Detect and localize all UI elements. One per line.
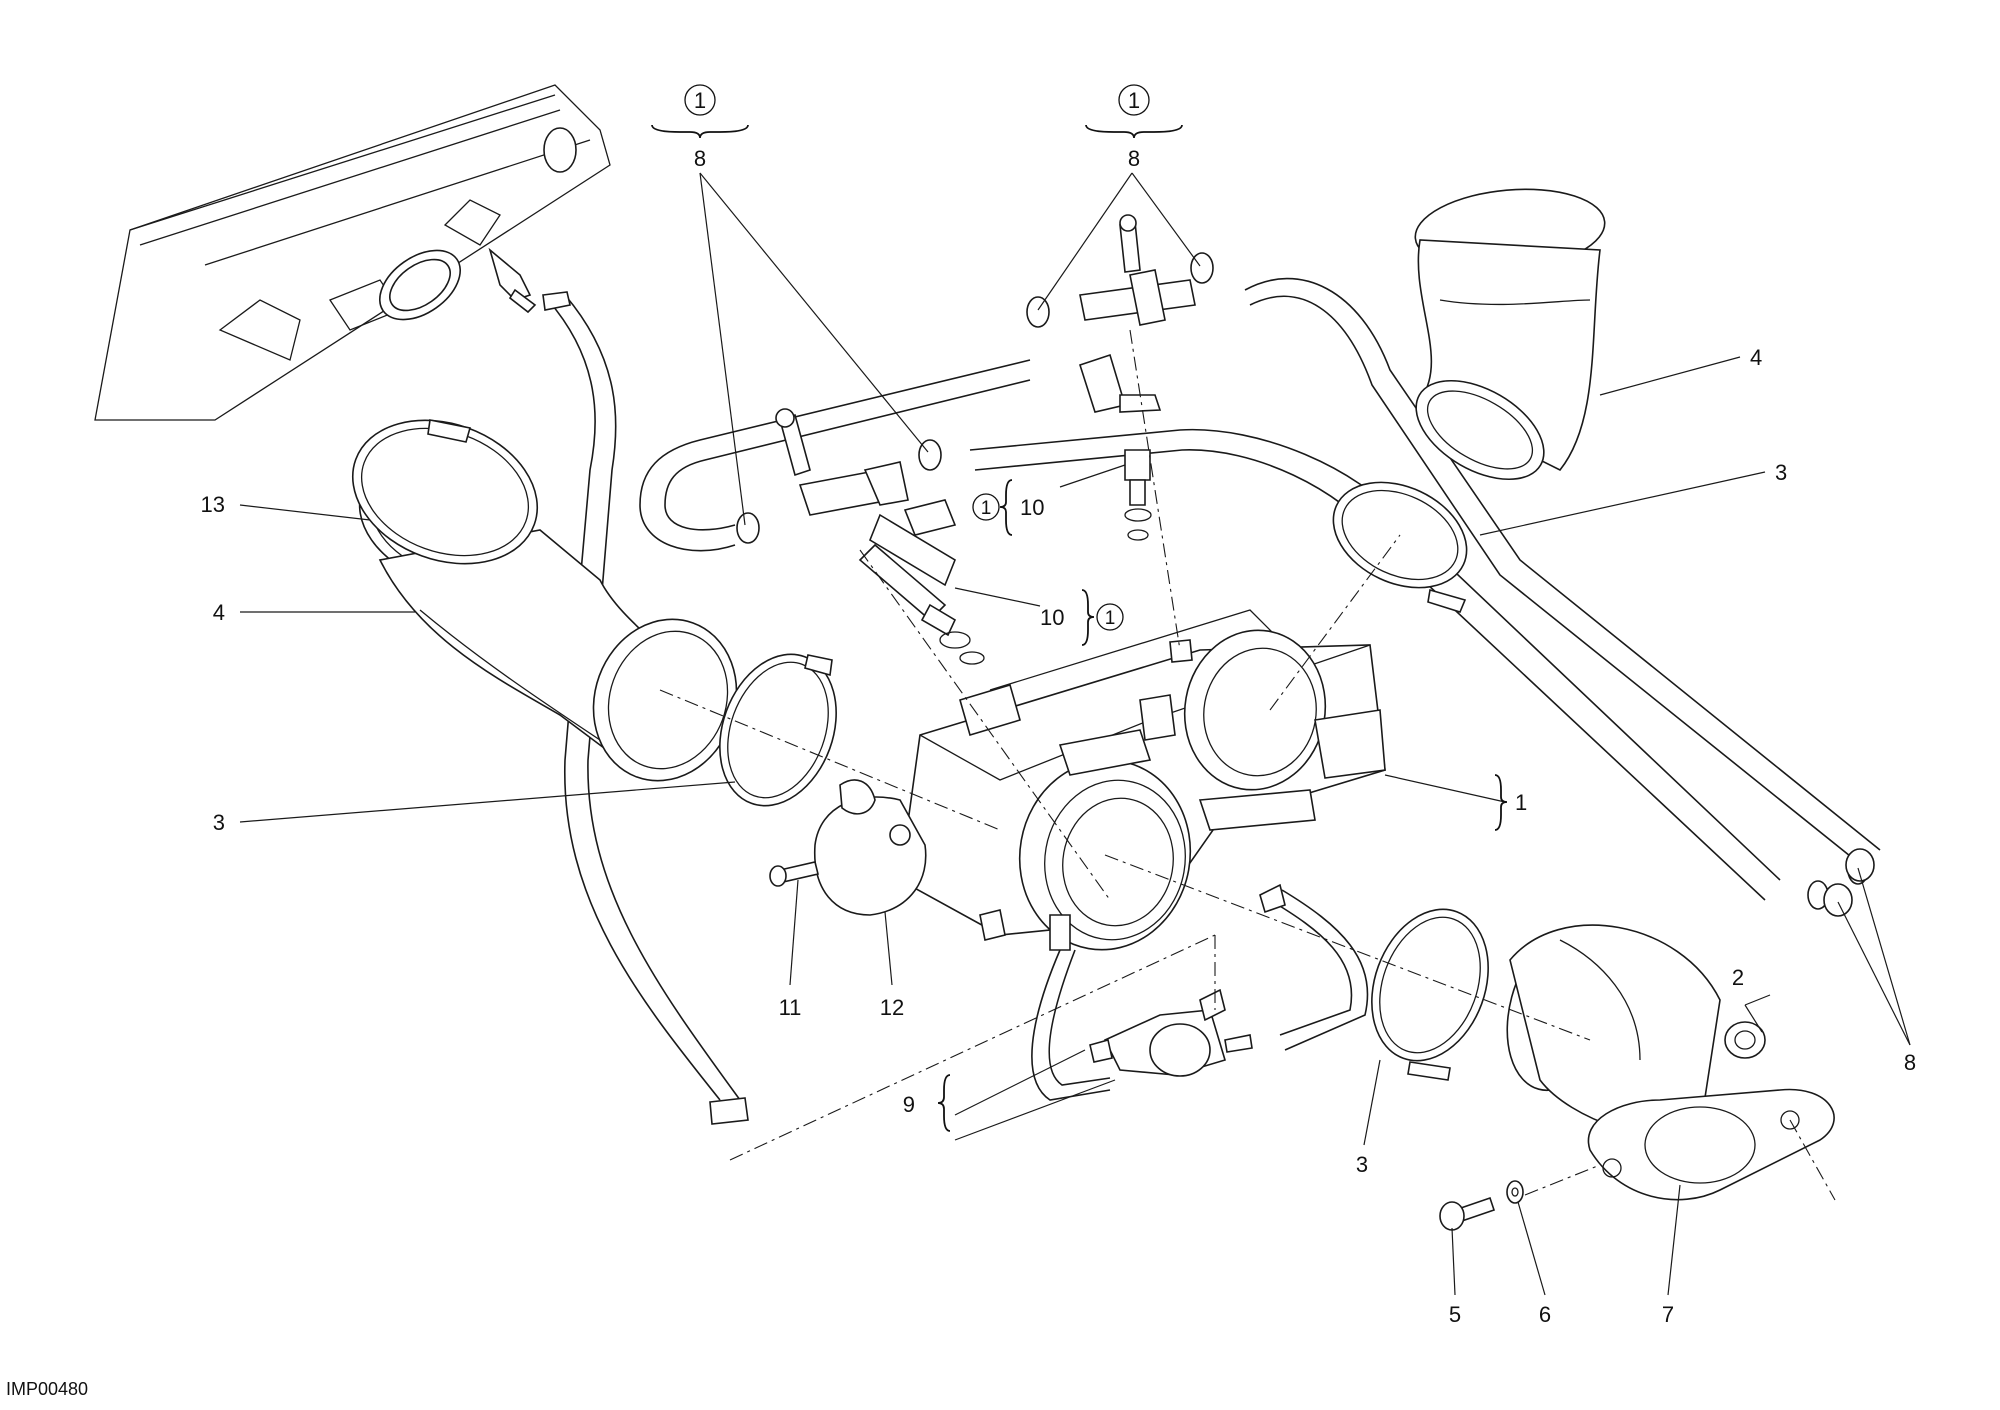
callout-8-lower-right: 8 bbox=[1904, 1050, 1916, 1075]
screw-5 bbox=[1439, 1196, 1496, 1231]
callout-3-left: 3 bbox=[213, 810, 225, 835]
callout-3-right: 3 bbox=[1775, 460, 1787, 485]
callout-3-lower: 3 bbox=[1356, 1152, 1368, 1177]
svg-text:1: 1 bbox=[1105, 608, 1116, 629]
injector-left bbox=[858, 543, 985, 665]
washer-6 bbox=[1506, 1180, 1524, 1204]
hose-clamp-13 bbox=[351, 419, 539, 565]
airbox-assembly bbox=[94, 84, 611, 421]
fuel-hose-upper bbox=[639, 359, 1031, 552]
hose-clamp-3-left bbox=[719, 653, 837, 807]
callout-11: 11 bbox=[779, 995, 802, 1020]
callout-5: 5 bbox=[1449, 1302, 1461, 1327]
grommet-2 bbox=[1724, 1021, 1766, 1059]
screw-11 bbox=[769, 861, 819, 887]
callout-13: 13 bbox=[201, 492, 225, 517]
callout-10-upper: 10 bbox=[1020, 495, 1044, 520]
callout-4-left: 4 bbox=[213, 600, 225, 625]
kit-marker-right: 1 bbox=[1118, 84, 1150, 116]
intake-duct-right bbox=[1414, 188, 1606, 481]
intake-manifold bbox=[1506, 924, 1835, 1201]
bypass-hose-right bbox=[1269, 899, 1353, 1036]
hose-clamp-3-right bbox=[1332, 481, 1468, 613]
vent-hose-left bbox=[547, 299, 721, 1101]
kit-marker-10-lower: 1 bbox=[1096, 603, 1124, 631]
image-code: IMP00480 bbox=[6, 1379, 89, 1399]
alignment-lines bbox=[659, 329, 1836, 1201]
braces bbox=[651, 124, 1508, 1132]
callout-10-lower: 10 bbox=[1040, 605, 1064, 630]
callout-8-right: 8 bbox=[1128, 146, 1140, 171]
callout-8-left: 8 bbox=[694, 146, 706, 171]
callout-9: 9 bbox=[903, 1092, 915, 1117]
leader-lines bbox=[239, 172, 1911, 1296]
svg-text:1: 1 bbox=[1128, 88, 1140, 113]
callout-7: 7 bbox=[1662, 1302, 1674, 1327]
injector-right bbox=[1124, 449, 1152, 541]
throttle-position-sensor bbox=[814, 779, 927, 916]
callout-12: 12 bbox=[880, 995, 904, 1020]
svg-text:1: 1 bbox=[981, 498, 992, 519]
callout-2: 2 bbox=[1732, 965, 1744, 990]
bypass-hose-left bbox=[1031, 949, 1111, 1101]
fuel-tee-left bbox=[775, 408, 957, 587]
hose-clamp-3-lower bbox=[1371, 908, 1489, 1081]
kit-marker-left: 1 bbox=[684, 84, 716, 116]
idle-air-valve bbox=[1089, 988, 1253, 1077]
kit-marker-10-upper: 1 bbox=[972, 493, 1000, 521]
callout-labels: 13 4 3 8 8 10 10 4 3 1 2 8 11 12 9 3 5 6… bbox=[201, 146, 1917, 1327]
fuel-tee-right bbox=[1078, 214, 1196, 413]
callout-6: 6 bbox=[1539, 1302, 1551, 1327]
callout-4-right: 4 bbox=[1750, 345, 1762, 370]
fuel-hose-right bbox=[1244, 277, 1881, 851]
svg-text:1: 1 bbox=[694, 88, 706, 113]
callout-1: 1 bbox=[1515, 790, 1527, 815]
vent-hose-left-end bbox=[709, 1097, 749, 1125]
